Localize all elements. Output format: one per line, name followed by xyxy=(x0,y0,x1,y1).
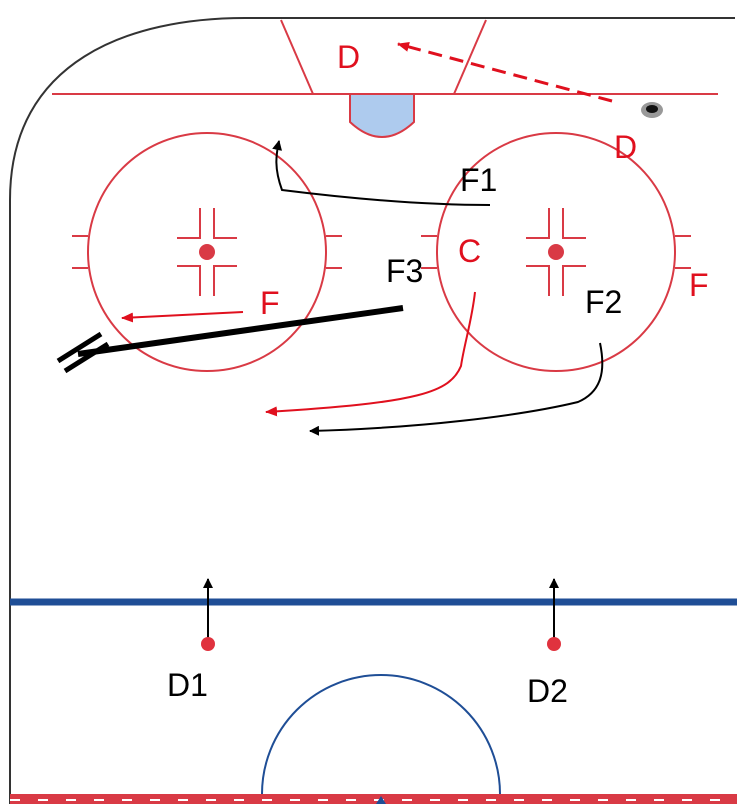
right-faceoff-circle xyxy=(421,132,691,372)
d-pass-arrow xyxy=(397,41,613,103)
left-faceoff-dot xyxy=(199,244,215,260)
team-d1-label: D1 xyxy=(167,667,208,703)
f-path-arrow xyxy=(121,311,244,323)
left-faceoff-circle xyxy=(72,132,342,372)
d2-position-dot xyxy=(547,637,561,651)
rink-boards xyxy=(9,17,735,804)
center-circle xyxy=(261,674,501,795)
trapezoid-right xyxy=(453,19,487,95)
puck xyxy=(641,102,663,118)
goal-crease xyxy=(349,93,415,138)
d1-position-dot xyxy=(201,637,215,651)
team-d2-label: D2 xyxy=(527,673,568,709)
hockey-stick xyxy=(56,305,404,374)
team-f1-label: F1 xyxy=(460,162,497,198)
right-faceoff-dot xyxy=(548,244,564,260)
opponent-d-top-label: D xyxy=(337,39,360,75)
trapezoid-left xyxy=(280,19,314,95)
opponent-f-left-label: F xyxy=(260,285,280,321)
center-line xyxy=(10,794,737,804)
opponent-f-right-label: F xyxy=(689,267,709,303)
f1-path-arrow xyxy=(272,140,491,206)
opponent-d-right-label: D xyxy=(614,129,637,165)
team-f2-label: F2 xyxy=(585,284,622,320)
team-f3-label: F3 xyxy=(386,253,423,289)
opponent-c-label: C xyxy=(458,233,481,269)
c-path-arrow xyxy=(265,291,476,417)
f2-path-arrow xyxy=(309,342,604,436)
